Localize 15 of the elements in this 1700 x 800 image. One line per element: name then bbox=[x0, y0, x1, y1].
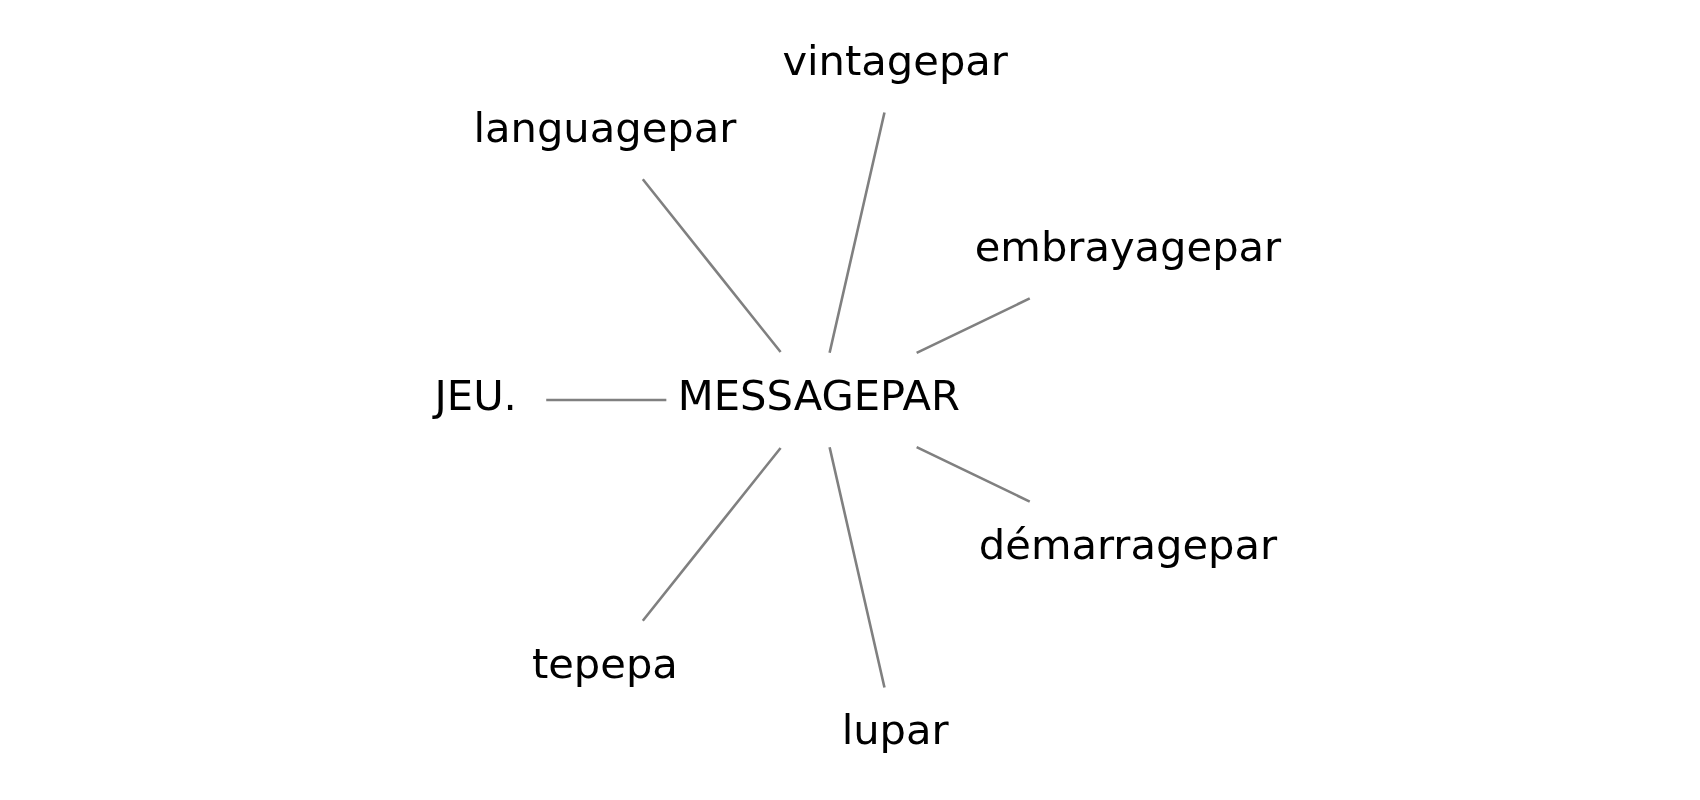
connector bbox=[828, 446, 886, 688]
connector bbox=[641, 447, 782, 622]
node-text: languagepar bbox=[473, 102, 737, 152]
node-text: JEU. bbox=[434, 370, 517, 420]
node-text: lupar bbox=[841, 705, 949, 755]
node-text: embrayagepar bbox=[974, 222, 1282, 272]
node-text: vintagepar bbox=[782, 36, 1008, 86]
node-text: tepepa bbox=[531, 639, 678, 689]
node-text: MESSAGEPAR bbox=[677, 370, 960, 420]
connector bbox=[916, 297, 1031, 355]
connector bbox=[641, 178, 782, 353]
connector bbox=[828, 112, 886, 354]
connector bbox=[546, 398, 667, 402]
connector bbox=[916, 445, 1031, 503]
node-text: démarragepar bbox=[978, 519, 1278, 569]
